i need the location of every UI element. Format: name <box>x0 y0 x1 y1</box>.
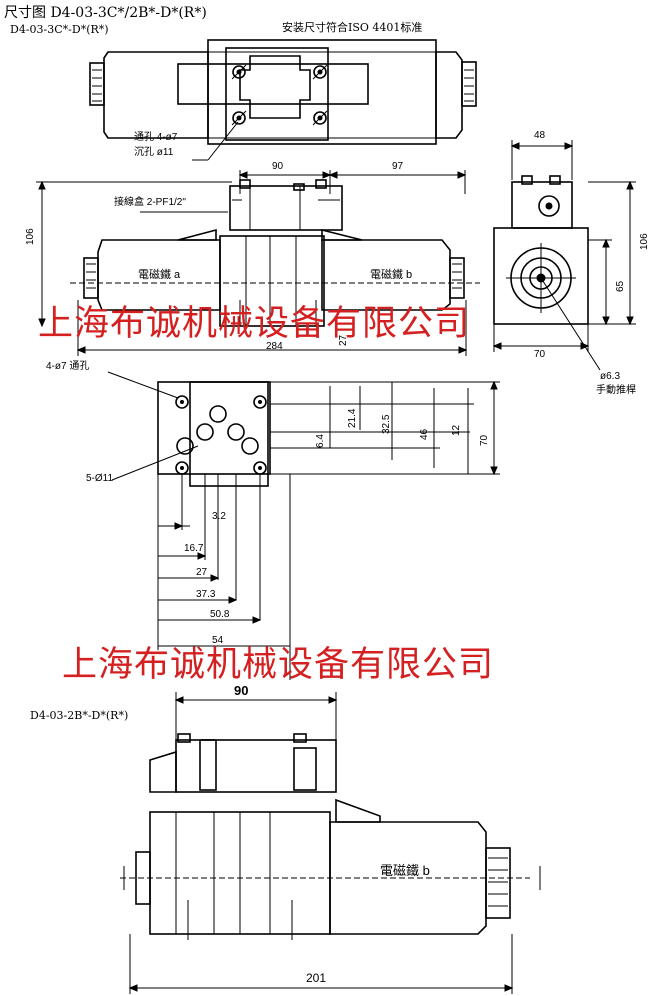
drawing-title: 尺寸图 D4-03-3C*/2B*-D*(R*) <box>4 5 207 21</box>
watermark-upper: 上海布诚机械设备有限公司 <box>38 304 471 344</box>
hdim-3-2: 3.2 <box>212 511 226 522</box>
vdim-21-4: 21.4 <box>347 408 358 428</box>
dim-106-front: 106 <box>25 228 36 245</box>
front-elevation <box>36 170 480 356</box>
hdim-37-3: 37.3 <box>196 589 216 600</box>
vdim-32-5: 32.5 <box>381 414 392 434</box>
dim-70-side: 70 <box>534 349 546 360</box>
dim-90-front: 90 <box>272 161 284 172</box>
lower-view <box>120 692 541 994</box>
side-elevation <box>492 140 636 371</box>
top-plan-view <box>89 39 477 161</box>
vdim-6-4: 6.4 <box>315 434 326 448</box>
watermark-lower: 上海布诚机械设备有限公司 <box>62 645 495 685</box>
lower-dim-201: 201 <box>306 971 327 985</box>
dim-97-front: 97 <box>392 161 404 172</box>
hdim-16-7: 16.7 <box>184 543 204 554</box>
counterbore-label: 沉孔 ø11 <box>134 147 174 158</box>
vdim-12: 12 <box>451 424 462 436</box>
hdim-50-8: 50.8 <box>210 609 230 620</box>
lower-solenoid-b-label: 電磁鐵 b <box>380 863 430 878</box>
lower-view-title: D4-03-2B*-D*(R*) <box>30 709 129 722</box>
mount-hole4-label: 4-ø7 通孔 <box>46 361 90 372</box>
drawing-subtitle: D4-03-3C*-D*(R*) <box>10 23 109 36</box>
dim-284: 284 <box>266 341 283 352</box>
manual-rod-label: 手動推桿 <box>596 385 636 396</box>
lower-dim-90: 90 <box>234 683 249 698</box>
connector-label: 接線盒 2-PF1/2" <box>114 197 186 208</box>
standard-note: 安装尺寸符合ISO 4401标准 <box>282 21 423 34</box>
solenoid-a-label: 電磁鐵 a <box>138 269 181 281</box>
vdim-46: 46 <box>419 428 430 440</box>
mount-hole5-label: 5-Ø11 <box>86 473 114 484</box>
vdim-70: 70 <box>479 434 490 446</box>
through-hole-label: 通孔 4-ø7 <box>134 132 178 143</box>
dim-65: 65 <box>615 280 626 292</box>
solenoid-b-label: 電磁鐵 b <box>370 269 413 281</box>
dim-48: 48 <box>534 130 546 141</box>
dim-106-side: 106 <box>639 233 650 250</box>
hdim-54: 54 <box>212 635 224 646</box>
mounting-pattern <box>107 371 500 680</box>
hdim-27: 27 <box>196 567 208 578</box>
manual-rod-size: ø6.3 <box>600 371 621 382</box>
